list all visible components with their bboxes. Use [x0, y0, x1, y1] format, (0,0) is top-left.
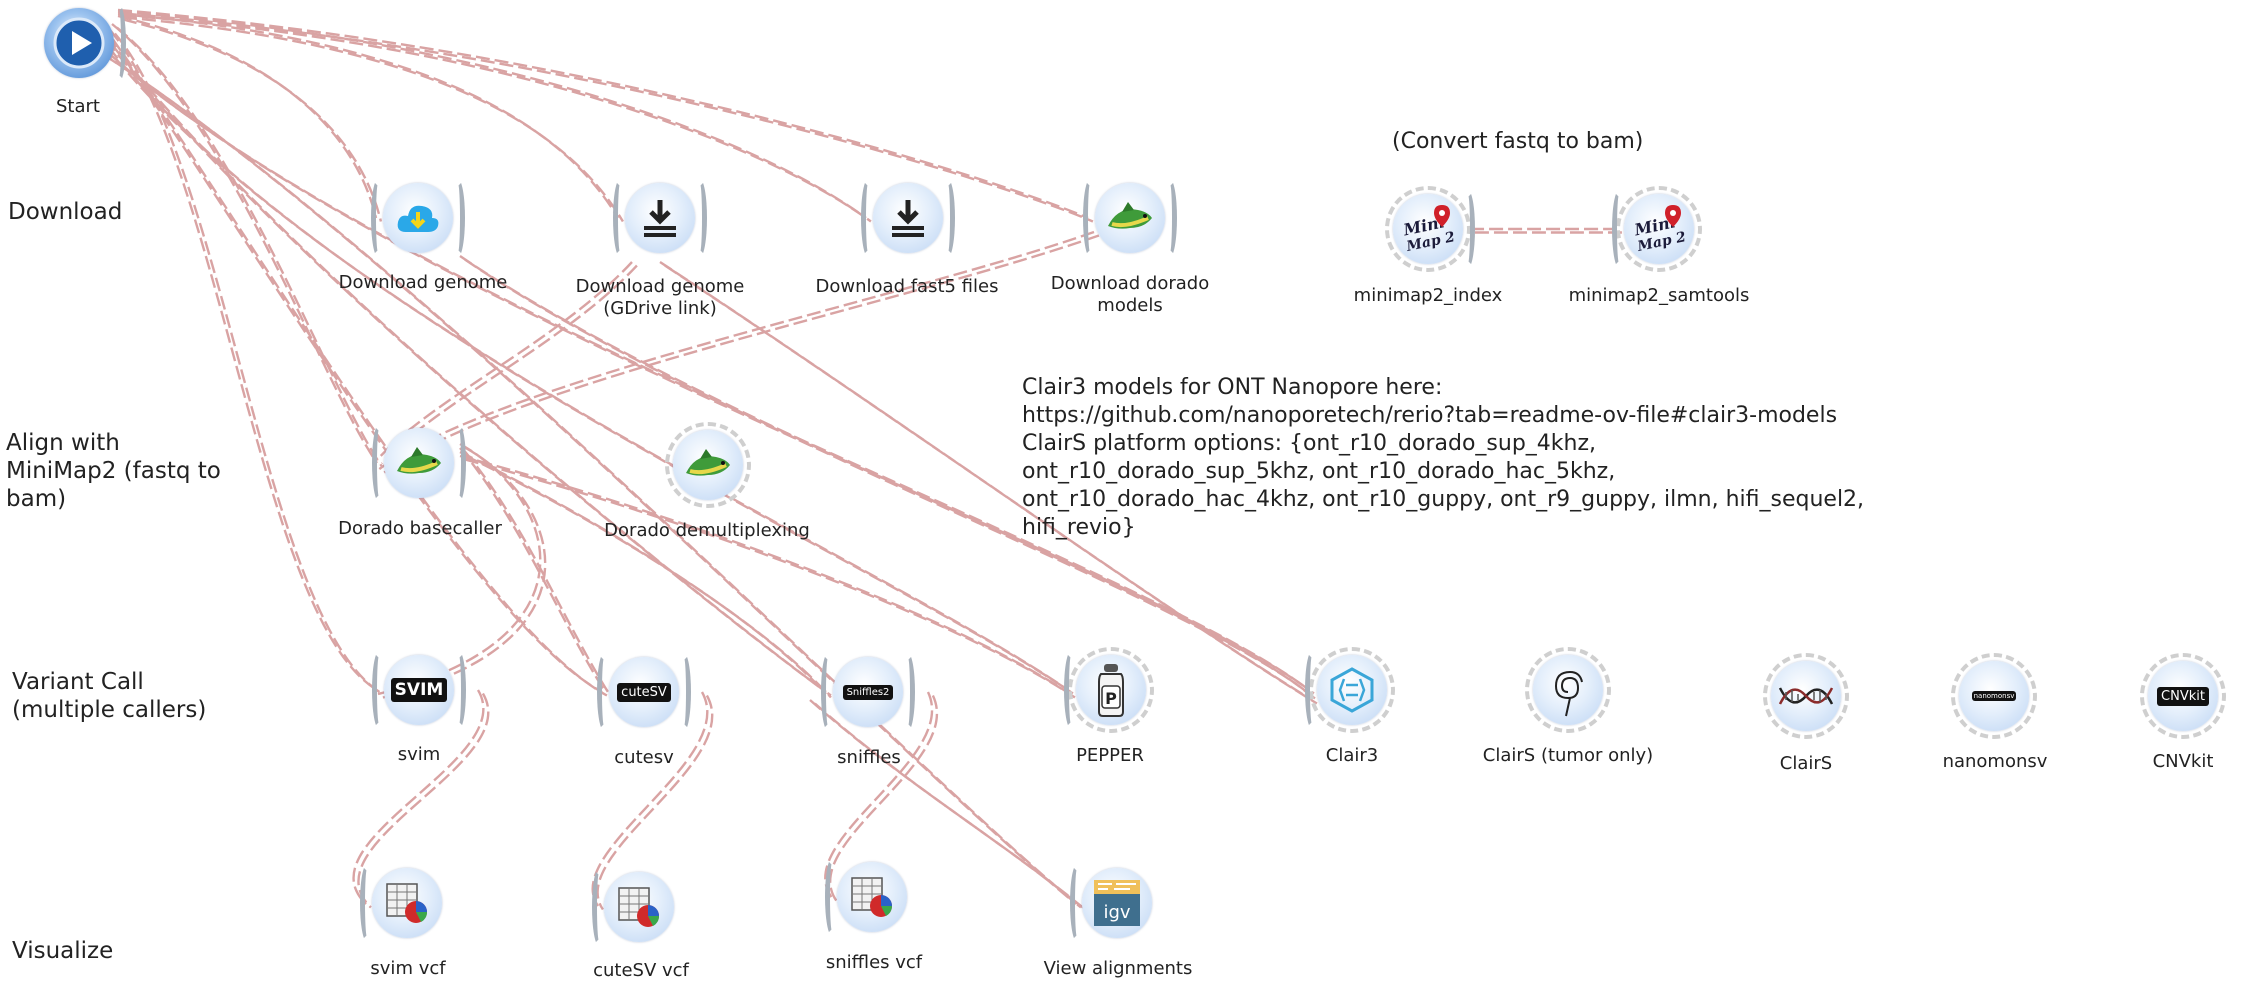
cloud-download-icon	[383, 183, 453, 253]
link-line-8	[103, 43, 1069, 691]
node-download-genome-gdrive[interactable]	[613, 175, 707, 261]
link-line-1	[117, 12, 620, 219]
svg-text:P: P	[1105, 689, 1117, 708]
node-clairs-label: ClairS	[1779, 753, 1833, 774]
node-clairs-tumor-only-label: ClairS (tumor only)	[1482, 745, 1654, 766]
svg-text:igv: igv	[1103, 902, 1130, 923]
node-sniffles-label: sniffles	[837, 747, 901, 768]
node-minimap2-index-label: minimap2_index	[1353, 285, 1503, 306]
link-line-9	[106, 50, 1315, 695]
node-dorado-demux[interactable]	[665, 422, 751, 508]
node-download-fast5-label: Download fast5 files	[815, 276, 999, 297]
node-start-label: Start	[56, 96, 100, 117]
section-visualize: Visualize	[12, 938, 114, 964]
node-dorado-basecaller[interactable]	[372, 420, 466, 506]
node-view-alignments[interactable]: igv	[1070, 860, 1160, 946]
svim-logo-icon: SVIM	[384, 655, 454, 725]
section-download: Download	[8, 199, 123, 225]
node-download-genome-gdrive-label: Download genome (GDrive link)	[575, 276, 745, 319]
node-download-genome-label: Download genome	[338, 272, 508, 293]
link-line-16	[463, 450, 610, 695]
node-sniffles-vcf[interactable]	[825, 854, 915, 940]
convert-fastq-annotation: (Convert fastq to bam)	[1392, 129, 1644, 154]
node-view-alignments-label: View alignments	[1043, 958, 1193, 979]
node-sniffles[interactable]: Sniffles2	[821, 649, 915, 735]
node-cutesv-vcf[interactable]	[592, 864, 682, 950]
dna-helix-icon	[1771, 661, 1841, 731]
dorado-fish-icon	[384, 428, 454, 498]
node-download-dorado-label: Download dorado models	[1050, 273, 1210, 316]
node-svim-vcf[interactable]	[360, 860, 450, 946]
table-pie-icon	[604, 872, 674, 942]
node-clair3-label: Clair3	[1325, 745, 1379, 766]
igv-logo-icon: igv	[1082, 868, 1152, 938]
play-icon	[44, 8, 114, 78]
section-align: Align with MiniMap2 (fastq to bam)	[6, 430, 221, 512]
node-pepper[interactable]: P	[1064, 647, 1154, 733]
link-line-6	[107, 35, 603, 694]
link-line-5	[113, 32, 383, 695]
download-tray-icon	[625, 183, 695, 253]
section-variant-call: Variant Call (multiple callers)	[12, 669, 207, 723]
cnvkit-logo-icon: CNVkit	[2148, 661, 2218, 731]
node-nanomonsv-label: nanomonsv	[1942, 751, 2048, 772]
table-pie-icon	[837, 862, 907, 932]
node-cnvkit-label: CNVkit	[2152, 751, 2214, 772]
node-cutesv-vcf-label: cuteSV vcf	[593, 960, 689, 981]
dorado-fish-icon	[673, 430, 743, 500]
node-clairs-tumor-only[interactable]	[1525, 647, 1611, 733]
clair3-logo-icon	[1317, 655, 1387, 725]
node-clair3[interactable]	[1305, 647, 1395, 733]
pepper-shaker-icon: P	[1076, 655, 1146, 725]
link-line-7	[109, 42, 832, 697]
node-clairs[interactable]	[1763, 653, 1849, 739]
node-svim-label: svim	[397, 744, 441, 765]
cutesv-logo-icon: cuteSV	[609, 657, 679, 727]
node-cnvkit[interactable]: CNVkit	[2140, 653, 2226, 739]
link-line-9	[101, 47, 1310, 691]
node-pepper-label: PEPPER	[1076, 745, 1144, 766]
node-download-fast5[interactable]	[861, 175, 955, 261]
node-cutesv-label: cutesv	[614, 747, 674, 768]
table-pie-icon	[372, 868, 442, 938]
dorado-fish-icon	[1095, 183, 1165, 253]
link-line-8	[107, 46, 1074, 695]
sniffles-logo-icon: Sniffles2	[833, 657, 903, 727]
node-download-genome[interactable]	[371, 175, 465, 261]
link-line-7	[105, 39, 827, 693]
node-sniffles-vcf-label: sniffles vcf	[825, 952, 923, 973]
node-cutesv[interactable]: cuteSV	[597, 649, 691, 735]
link-line-5	[109, 29, 378, 692]
node-start[interactable]	[36, 0, 126, 86]
link-line-16	[459, 447, 606, 691]
node-minimap2-samtools-label: minimap2_samtools	[1568, 285, 1750, 306]
link-line-4	[111, 23, 378, 464]
node-nanomonsv[interactable]: nanomonsv	[1951, 653, 2037, 739]
node-svim[interactable]: SVIM	[372, 647, 466, 733]
link-line-6	[111, 38, 608, 697]
link-line-0	[122, 18, 383, 222]
link-line-4	[116, 26, 383, 468]
link-line-18	[464, 458, 1076, 699]
link-line-2	[117, 10, 867, 219]
nanomonsv-logo-icon: nanomonsv	[1971, 691, 2017, 701]
link-line-18	[459, 454, 1071, 695]
node-svim-vcf-label: svim vcf	[370, 958, 446, 979]
node-dorado-demux-label: Dorado demultiplexing	[604, 520, 810, 541]
node-download-dorado[interactable]	[1083, 175, 1177, 261]
clair-models-annotation: Clair3 models for ONT Nanopore here: htt…	[1022, 375, 1865, 540]
node-dorado-basecaller-label: Dorado basecaller	[338, 518, 502, 539]
download-tray-icon	[873, 183, 943, 253]
link-line-2	[122, 14, 872, 223]
spiral-icon	[1533, 655, 1603, 725]
